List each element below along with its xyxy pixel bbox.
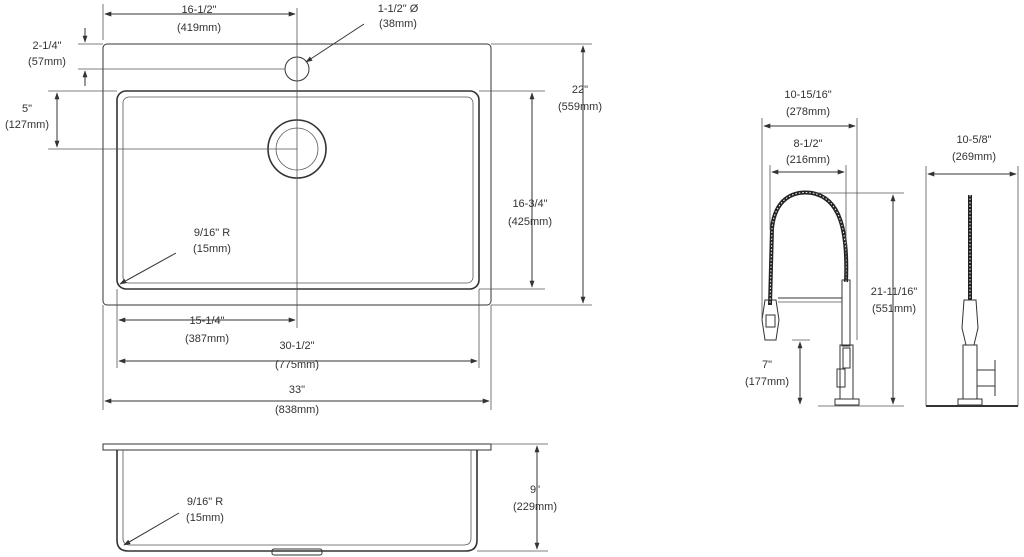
faucet-side-spray-head [961, 299, 979, 346]
bowl-depth-imperial: 16-3/4" [512, 198, 547, 210]
faucet-side-body [962, 344, 978, 400]
drain-offset-imperial: 15-1/4" [189, 315, 224, 327]
sink-side-view: 9" (229mm) 9/16" R (15mm) [102, 443, 557, 556]
drain-body-side [271, 548, 323, 556]
hole-diameter-imperial: 1-1/2" Ø [378, 3, 419, 15]
hole-from-edge-metric: (57mm) [28, 56, 66, 68]
corner-radius-leader [119, 252, 177, 285]
side-depth-metric: (229mm) [513, 501, 557, 513]
faucet-depth-imperial: 10-5/8" [956, 134, 991, 146]
hole-offset-imperial: 16-1/2" [181, 4, 216, 16]
overall-height-imperial: 21-11/16" [871, 286, 918, 298]
spout-reach-metric: (216mm) [786, 154, 830, 166]
overall-reach-metric: (278mm) [786, 106, 830, 118]
side-depth-imperial: 9" [530, 484, 540, 496]
faucet-spray-head [761, 299, 780, 341]
faucet-depth-metric: (269mm) [952, 151, 996, 163]
overall-depth-imperial: 22" [572, 84, 588, 96]
overall-width-imperial: 33" [289, 384, 305, 396]
side-radius-metric: (15mm) [186, 512, 224, 524]
bowl-width-imperial: 30-1/2" [279, 340, 314, 352]
corner-radius-metric: (15mm) [193, 243, 231, 255]
faucet-body [839, 344, 854, 400]
faucet-front-view: 10-15/16" (278mm) 8-1/2" (216mm) 21-11/1… [745, 89, 918, 407]
handle-height-metric: (177mm) [745, 376, 789, 388]
faucet-side-view: 10-5/8" (269mm) [925, 134, 1019, 407]
faucet-side-base [957, 398, 983, 406]
sink-bowl-side-profile [116, 450, 478, 552]
handle-height-imperial: 7" [762, 359, 772, 371]
hole-offset-metric: (419mm) [177, 22, 221, 34]
faucet-column [841, 279, 851, 347]
sink-bowl-outer [116, 90, 480, 290]
overall-width-metric: (838mm) [275, 404, 319, 416]
faucet-base [834, 398, 860, 406]
drain-depth-imperial: 5" [22, 103, 32, 115]
faucet-side-handle [976, 369, 996, 387]
sink-top-view: 16-1/2" (419mm) 1-1/2" Ø (38mm) 2-1/4" (… [5, 3, 602, 416]
sink-bowl-inner [122, 96, 474, 284]
faucet-handle [836, 368, 846, 388]
drain-depth-metric: (127mm) [5, 119, 49, 131]
side-radius-imperial: 9/16" R [187, 496, 223, 508]
drain-offset-metric: (387mm) [185, 333, 229, 345]
side-radius-leader [123, 512, 180, 546]
corner-radius-imperial: 9/16" R [194, 227, 230, 239]
bowl-width-metric: (775mm) [275, 359, 319, 371]
hole-from-edge-imperial: 2-1/4" [33, 40, 62, 52]
bowl-depth-metric: (425mm) [508, 216, 552, 228]
overall-height-metric: (551mm) [872, 303, 916, 315]
sink-flange [102, 443, 492, 451]
overall-reach-imperial: 10-15/16" [784, 89, 831, 101]
spout-reach-imperial: 8-1/2" [794, 138, 823, 150]
hole-diameter-metric: (38mm) [379, 18, 417, 30]
hole-diameter-leader [305, 23, 365, 63]
overall-depth-metric: (559mm) [558, 101, 602, 113]
